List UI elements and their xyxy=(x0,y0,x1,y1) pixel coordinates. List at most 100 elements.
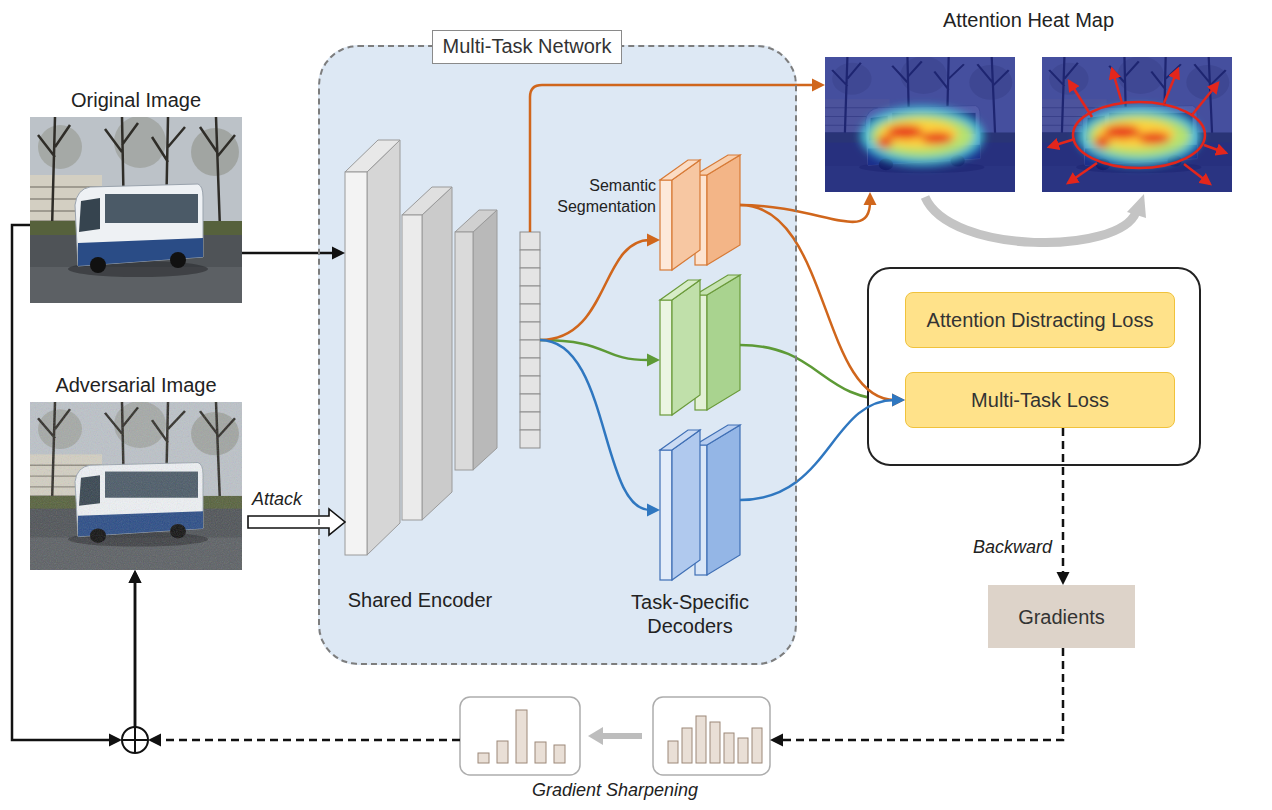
arrow-head xyxy=(129,570,142,583)
shared-encoder-layers xyxy=(345,172,367,555)
feature-vector xyxy=(520,394,540,412)
connector xyxy=(740,394,905,501)
green-decoder xyxy=(695,275,740,295)
original-photo xyxy=(30,116,242,303)
heat-map-distracted xyxy=(1042,56,1232,192)
heat-map-distracted xyxy=(1049,69,1226,184)
shared-encoder-layers xyxy=(402,187,452,215)
node-label: Gradients xyxy=(1018,605,1105,629)
heat-map xyxy=(825,56,1015,192)
connector-line xyxy=(1062,428,1065,575)
arrow-head xyxy=(1057,572,1070,585)
node-label: Multi-Task Loss xyxy=(971,388,1109,412)
heat-map-panel: Attention Heat Map xyxy=(825,8,1232,192)
feature-vector xyxy=(520,232,540,250)
arrow-head xyxy=(770,734,783,747)
heat-map-distracted xyxy=(1192,83,1218,115)
arrow-head xyxy=(109,734,122,747)
connector-line xyxy=(780,648,1063,740)
feature-vector xyxy=(520,340,540,358)
decoder-block: Semantic Segmentation xyxy=(660,155,740,270)
sum-node xyxy=(122,727,148,753)
transform-swoosh xyxy=(1127,194,1146,218)
feature-vector xyxy=(520,430,540,448)
sum-node xyxy=(122,727,148,753)
connector-line xyxy=(540,240,650,340)
shared-encoder-layers xyxy=(367,140,400,555)
hollow-arrow xyxy=(248,509,345,535)
arrow-head xyxy=(647,504,660,517)
shared-encoder-layers xyxy=(402,215,422,520)
network-region-fill xyxy=(318,45,797,665)
connector xyxy=(770,648,1063,747)
green-decoder xyxy=(660,275,740,415)
heat-map-distracted xyxy=(1073,102,1205,168)
gradient-histograms xyxy=(724,733,734,763)
shared-encoder-layers xyxy=(422,187,452,520)
gradient-histograms xyxy=(752,728,762,763)
sum-node xyxy=(122,727,148,753)
connector-line xyxy=(12,225,112,740)
connector-line xyxy=(740,202,870,222)
heat-map-distracted xyxy=(1164,69,1178,103)
connector-line xyxy=(740,400,895,500)
connector xyxy=(1057,428,1070,585)
node-label: Attention Heat Map xyxy=(825,8,1232,32)
shared-encoder-layers xyxy=(345,140,497,555)
blue-decoder xyxy=(660,450,672,580)
shared-encoder-layers xyxy=(402,187,452,520)
gradient-histograms xyxy=(478,753,489,763)
feature-vector xyxy=(520,376,540,394)
arrow-head xyxy=(812,79,825,92)
adversarial-photo xyxy=(30,401,242,570)
segmentation-decoder xyxy=(660,160,700,180)
feature-vector xyxy=(520,232,540,448)
loss-container xyxy=(868,268,1200,465)
edge-label: Attack xyxy=(250,489,304,510)
network-region: Multi-Task NetworkShared EncoderSemantic… xyxy=(318,45,797,665)
node-label: Task-Specific Decoders xyxy=(610,590,770,638)
arrow-head xyxy=(892,394,905,407)
gradient-histograms xyxy=(682,728,692,763)
feature-vector xyxy=(520,358,540,376)
gradient-histograms xyxy=(460,697,580,775)
arrow-head xyxy=(332,247,345,260)
shared-encoder-layers xyxy=(455,210,497,470)
shared-encoder-layers xyxy=(345,140,400,555)
blue-decoder xyxy=(660,425,740,580)
feature-vector xyxy=(520,250,540,268)
green-decoder xyxy=(672,280,700,415)
gradient-histograms xyxy=(478,710,565,763)
gradient-histograms xyxy=(588,727,603,745)
feature-vector xyxy=(520,268,540,286)
encoder-block: Shared Encoder xyxy=(345,130,540,555)
blue-decoder xyxy=(695,425,740,445)
connector-line xyxy=(530,85,815,232)
feature-vector xyxy=(520,286,540,304)
connector-line xyxy=(134,580,137,727)
node-label: Shared Encoder xyxy=(340,588,500,612)
heat-map-distracted xyxy=(1204,145,1226,153)
connector-line xyxy=(242,252,335,255)
gradient-histograms xyxy=(668,741,678,763)
arrow-head xyxy=(647,234,660,247)
edge-label-anchor: Attack xyxy=(250,489,304,510)
gradient-histograms xyxy=(554,745,565,763)
image-panel: Adversarial Image xyxy=(30,373,242,570)
image-panel: Original Image xyxy=(30,88,242,303)
gradient-histograms xyxy=(497,741,508,763)
connector xyxy=(248,509,345,535)
gradient-box: Gradients xyxy=(988,585,1135,648)
shared-encoder-layers xyxy=(345,140,400,172)
connector-line xyxy=(540,340,650,510)
loss-box: Attention Distracting Loss xyxy=(905,292,1175,348)
heat-map-distracted xyxy=(1184,164,1210,184)
arrow-head xyxy=(892,394,905,407)
connector xyxy=(12,225,142,747)
loss-box: Multi-Task Loss xyxy=(905,372,1175,428)
heat-map-distracted xyxy=(1042,56,1232,192)
heat-map-distracted xyxy=(1112,69,1122,103)
green-decoder-output xyxy=(647,354,660,367)
